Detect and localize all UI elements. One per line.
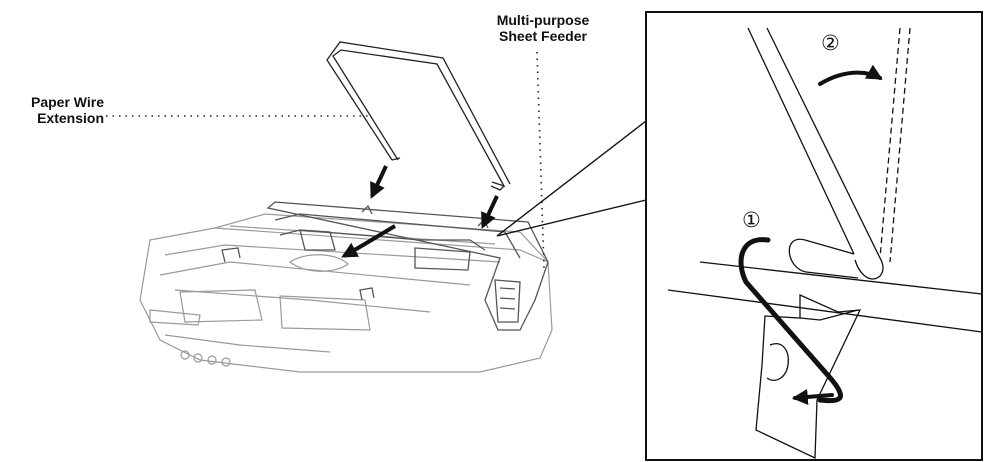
sheet-feeder-label: Multi-purpose Sheet Feeder: [494, 12, 592, 44]
right-down-arrow: [481, 195, 499, 229]
paper-wire-extension: [326, 41, 511, 191]
fax-machine: [139, 213, 553, 373]
insertion-arrows: [341, 165, 499, 258]
detail-box: [645, 11, 983, 461]
left-down-arrow: [370, 165, 388, 199]
step-1-number: ①: [742, 208, 761, 232]
hook-wire-path: [738, 237, 843, 404]
callout-connectors: [496, 120, 647, 237]
step2-arrow: [818, 64, 883, 86]
paper-wire-label-line2: Extension: [37, 110, 104, 126]
paper-wire-extension-label: Paper Wire Extension: [8, 94, 104, 126]
detail-arrows: [738, 64, 883, 405]
push-arrow: [341, 224, 397, 258]
detail-drawing: [667, 27, 983, 460]
feeder-leader: [536, 51, 545, 269]
sheet-feeder-label-line1: Multi-purpose: [496, 12, 590, 28]
sheet-feeder-label-line2: Sheet Feeder: [499, 28, 587, 44]
step-2-number: ②: [821, 31, 840, 55]
paper-wire-label-line1: Paper Wire: [30, 94, 104, 110]
step1-arrow: [791, 388, 834, 405]
